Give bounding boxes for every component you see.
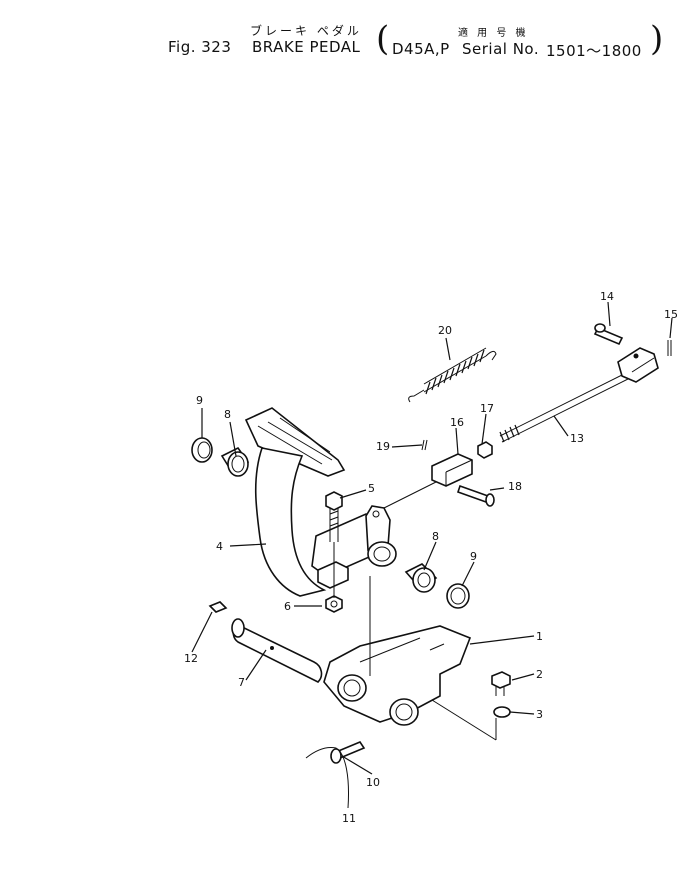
serial-label: Serial No. [462,40,540,58]
part-washer-3 [493,706,511,718]
callout-19: 19 [376,440,390,453]
serial-range: 1501～1800 [546,42,642,60]
part-bolt-10 [330,741,366,764]
callout-6: 6 [284,600,291,613]
callout-16: 16 [450,416,464,429]
callout-9-right: 9 [470,550,477,563]
part-rod [499,347,659,443]
callout-9-left: 9 [196,394,203,407]
part-pin-14 [593,323,624,346]
callout-7: 7 [238,676,245,689]
part-hub-lever [365,505,397,567]
part-spring [408,347,497,403]
part-seal-9-right [446,583,470,609]
japanese-applicable-label: 適 用 号 機 [458,28,529,39]
part-cotter-15 [667,340,672,356]
callout-5: 5 [368,482,375,495]
part-shaft-7 [231,618,323,683]
part-yoke-16 [431,453,473,487]
leader-lines [191,301,673,775]
callout-12: 12 [184,652,198,665]
part-cotter-19 [421,439,428,451]
part-lock-wire-11 [305,747,349,809]
figure-title: BRAKE PEDAL [252,38,361,56]
part-bushing-8-right [404,563,438,593]
callout-14: 14 [600,290,614,303]
model-code: D45A,P [392,40,450,58]
callout-4: 4 [216,540,223,553]
right-parenthesis: ) [650,19,664,59]
part-seal-9-left [191,437,213,463]
part-pedal-arm [244,407,381,597]
part-bushing-8-left [220,446,250,477]
assembly-lines [333,481,497,741]
left-parenthesis: ( [376,19,390,59]
callout-8-right: 8 [432,530,439,543]
figure-number: Fig. 323 [168,38,232,56]
callout-13: 13 [570,432,584,445]
callout-2: 2 [536,668,543,681]
callout-15: 15 [664,308,678,321]
callout-17: 17 [480,402,494,415]
part-nut-17 [477,441,493,459]
callout-labels: 1 2 3 4 5 6 7 8 8 9 9 10 11 12 13 14 15 … [184,290,678,825]
callout-3: 3 [536,708,543,721]
callout-18: 18 [508,480,522,493]
part-pin-18 [456,484,495,507]
callout-10: 10 [366,776,380,789]
callout-1: 1 [536,630,543,643]
part-bolt-5 [325,491,343,542]
part-bracket-1 [323,625,472,726]
part-block [317,561,349,589]
part-grease-fitting-12 [208,601,228,613]
callout-20: 20 [438,324,452,337]
part-bolt-2 [491,671,511,696]
callout-11: 11 [342,812,356,825]
japanese-title: ブレーキ ペダル [250,24,362,38]
callout-8-left: 8 [224,408,231,421]
part-nut-6 [325,595,343,613]
